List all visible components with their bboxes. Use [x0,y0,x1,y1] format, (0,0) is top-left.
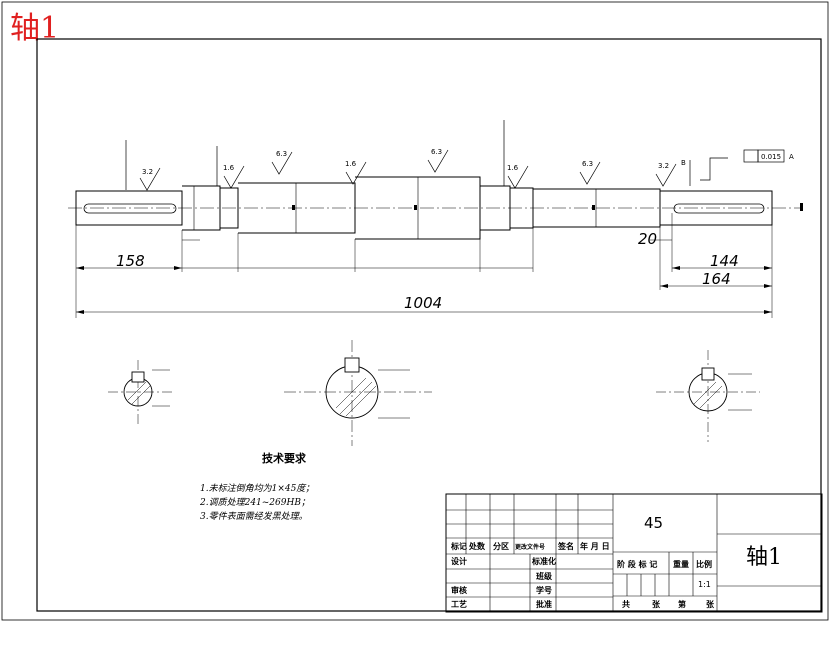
tolerance-value: 0.015 [761,153,781,161]
row-standard-label: 标准化 [532,557,556,566]
shaft-profile [75,176,773,240]
datum-label-b: B [681,159,686,167]
roughness-label-3: 6.3 [276,150,287,158]
footer-sheets-1: 张 [652,600,660,609]
roughness-label-8: 3.2 [658,162,669,170]
outer-frame [1,1,829,621]
roughness-label-6: 1.6 [507,164,519,172]
header-cell-sign: 签名 [558,542,574,551]
row-process-label: 工艺 [451,600,467,609]
keyway-slots [83,203,765,214]
sheet-title-red: 轴1 [10,11,60,46]
dim-1004: 1004 [404,294,442,312]
row-class-label: 班级 [536,572,552,581]
roughness-label-7: 6.3 [582,160,593,168]
footer-sheet-no: 第 [678,600,686,609]
row-design-label: 设计 [451,557,467,566]
datum-ref-a: A [789,153,794,161]
row-approve-label: 批准 [536,600,552,609]
dim-20: 20 [638,230,657,248]
weight-header: 重量 [673,560,689,569]
material-value: 45 [644,514,664,532]
row-student-id-label: 学号 [536,586,552,595]
section-view-left [108,360,172,424]
header-cell-count: 处数 [469,542,485,551]
header-cell-mark: 标记 [451,542,467,551]
inner-frame [36,38,822,612]
footer-sheets-2: 张 [706,600,714,609]
requirement-item: 3.零件表面需经发黑处理。 [200,512,308,522]
title-block-grid [445,493,823,613]
roughness-label-2: 1.6 [223,164,235,172]
header-cell-date: 年 月 日 [580,542,610,551]
roughness-label-1: 3.2 [142,168,153,176]
header-cell-change-doc: 更改文件号 [515,544,546,551]
roughness-label-4: 1.6 [345,160,357,168]
section-view-middle [284,340,432,446]
dim-164: 164 [702,270,731,288]
technical-requirements-title: 技术要求 [262,452,306,465]
scale-header: 比例 [696,560,712,569]
section-view-right [656,350,760,442]
scale-value: 1:1 [698,580,711,589]
row-review-label: 审核 [451,586,467,595]
header-cell-zone: 分区 [493,542,509,551]
requirement-item: 2.调质处理241~269HB； [200,498,310,508]
dim-144: 144 [710,252,739,270]
dim-158: 158 [116,252,145,270]
part-name: 轴1 [746,545,782,570]
footer-total: 共 [622,600,630,609]
stage-mark-header: 阶 段 标 记 [617,560,658,569]
roughness-label-5: 6.3 [431,148,442,156]
requirement-item: 1.未标注倒角均为1×45度； [200,484,315,494]
technical-requirements-list: 1.未标注倒角均为1×45度； 2.调质处理241~269HB； 3.零件表面需… [200,482,314,524]
